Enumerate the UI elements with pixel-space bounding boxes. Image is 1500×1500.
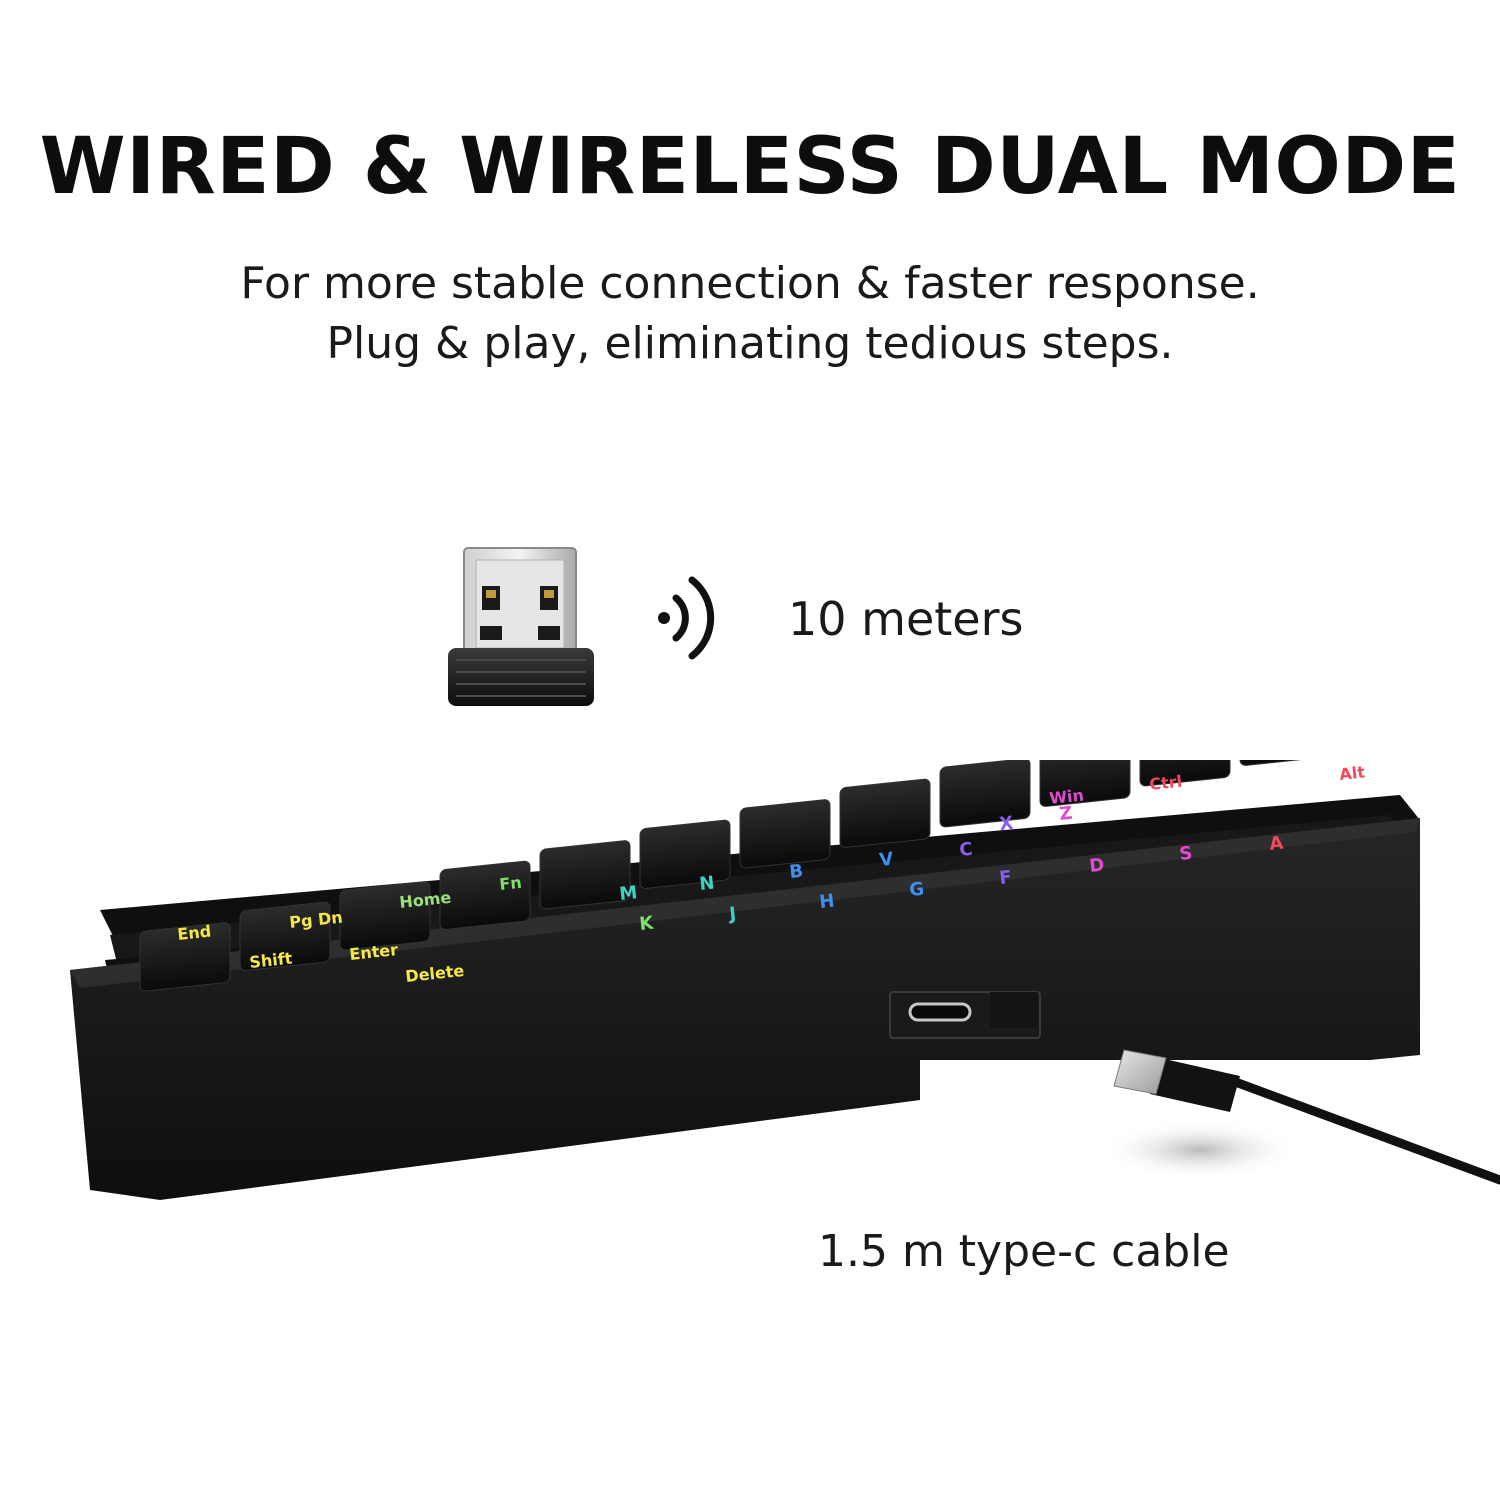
key-legend: Fn: [498, 873, 522, 894]
svg-text:D: D: [1088, 855, 1105, 877]
key-legend: Shift: [248, 949, 293, 972]
subtitle-line-1: For more stable connection & faster resp…: [240, 258, 1260, 309]
svg-text:N: N: [698, 873, 715, 895]
svg-text:G: G: [908, 879, 925, 901]
subtitle-line-2: Plug & play, eliminating tedious steps.: [326, 318, 1174, 369]
wireless-signal-icon: [658, 576, 715, 660]
svg-text:S: S: [1178, 843, 1193, 865]
svg-text:J: J: [726, 903, 737, 925]
keyboard-illustration: End Shift Pg Dn Enter Home Delete Fn Win…: [70, 760, 1420, 1200]
svg-text:B: B: [788, 861, 804, 883]
type-c-cable-icon: [1100, 1049, 1500, 1185]
key-legend: End: [176, 922, 212, 944]
cable-label: 1.5 m type-c cable: [818, 1226, 1230, 1277]
key-legend: Win: [1048, 785, 1084, 808]
svg-text:V: V: [878, 849, 894, 871]
usb-receiver-icon: [448, 547, 594, 706]
svg-text:C: C: [958, 839, 973, 861]
svg-text:X: X: [998, 813, 1014, 835]
usb-c-port-icon: [889, 991, 1041, 1039]
svg-text:F: F: [998, 867, 1012, 889]
key-legend: Enter: [348, 940, 399, 964]
headline: WIRED & WIRELESS DUAL MODE: [39, 122, 1461, 212]
key-legend: Alt: [1338, 762, 1366, 784]
svg-text:A: A: [1268, 833, 1284, 855]
range-label: 10 meters: [788, 592, 1024, 646]
svg-text:H: H: [818, 891, 835, 913]
svg-text:Z: Z: [1058, 803, 1073, 825]
key-legend: Ctrl: [1148, 772, 1183, 794]
svg-text:K: K: [638, 913, 655, 935]
svg-text:M: M: [618, 882, 638, 905]
